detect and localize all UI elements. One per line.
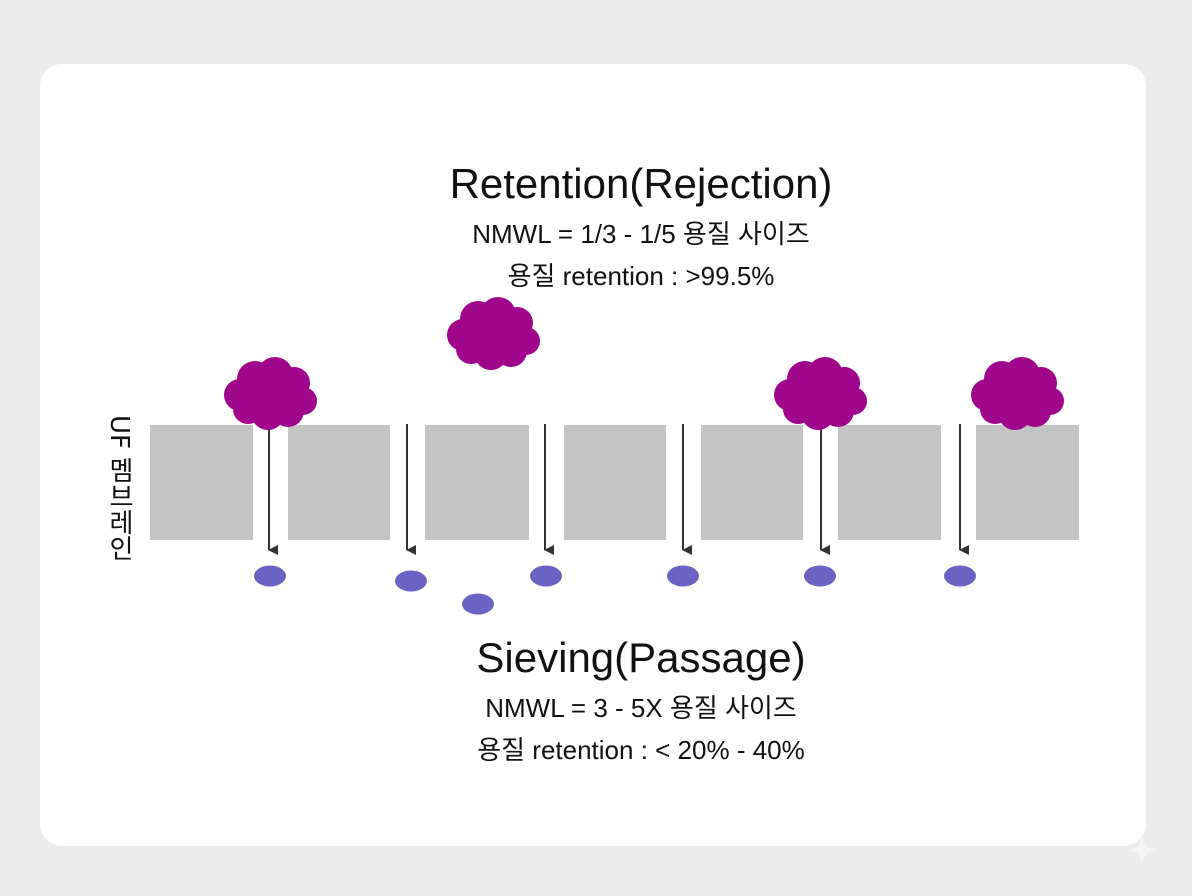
large-solute-cloud (447, 297, 540, 370)
small-solute (944, 565, 976, 587)
membrane-block (425, 425, 529, 540)
large-solute-cloud (774, 357, 867, 430)
flow-arrows (268, 424, 969, 555)
large-solutes (224, 297, 1064, 430)
membrane-block (838, 425, 941, 540)
membrane-block (976, 425, 1079, 540)
small-solute (254, 565, 286, 587)
small-solute (530, 565, 562, 587)
membrane-blocks (150, 425, 1079, 540)
sparkle-icon (1126, 834, 1158, 866)
retention-title: Retention(Rejection) (449, 160, 833, 207)
retention-nmwl: NMWL = 1/3 - 1/5 용질 사이즈 (472, 219, 810, 249)
small-solute (462, 593, 494, 615)
membrane-block (288, 425, 390, 540)
large-solute-cloud (971, 357, 1064, 430)
membrane-block (150, 425, 253, 540)
sieving-value: 용질 retention : < 20% - 40% (477, 735, 805, 765)
retention-value: 용질 retention : >99.5% (507, 261, 775, 291)
sieving-title: Sieving(Passage) (476, 634, 806, 681)
small-solute (395, 570, 427, 592)
membrane-block (701, 425, 803, 540)
sieving-nmwl: NMWL = 3 - 5X 용질 사이즈 (485, 693, 797, 723)
small-solute (667, 565, 699, 587)
large-solute-cloud (224, 357, 317, 430)
small-solutes (254, 565, 976, 615)
membrane-block (564, 425, 666, 540)
membrane-label: UF 멤브레인 (104, 415, 134, 562)
small-solute (804, 565, 836, 587)
